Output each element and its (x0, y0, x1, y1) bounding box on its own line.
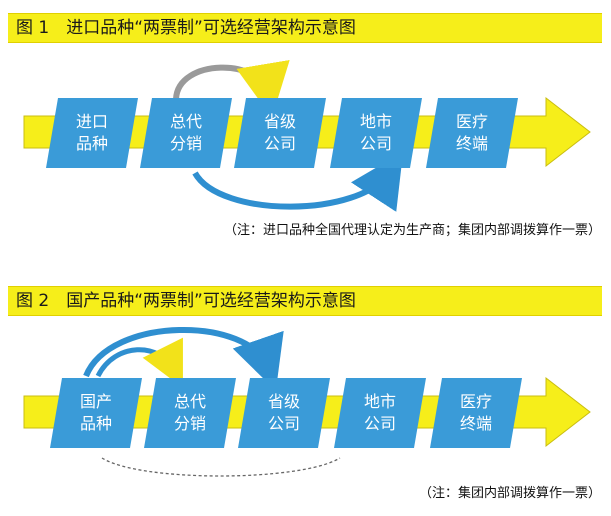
node-city-company (330, 98, 422, 168)
figure-1-title: 图 1 进口品种“两票制”可选经营架构示意图 (8, 13, 602, 43)
arc-dashed-internal (101, 457, 341, 477)
arc-domestic-to-provincial (83, 326, 284, 391)
node-provincial-company (234, 98, 326, 168)
figure-2-note: （注：集团内部调拨算作一票） (418, 486, 601, 501)
figure-1: 图 1 进口品种“两票制”可选经营架构示意图 进口品种 总代分销 省级公司 地 (8, 13, 602, 238)
figure-2-title: 图 2 国产品种“两票制”可选经营架构示意图 (8, 286, 602, 316)
node-domestic-product (50, 378, 142, 448)
node-city-company (334, 378, 426, 448)
figure-2-diagram (23, 326, 591, 477)
node-import-product (46, 98, 138, 168)
node-general-distributor (144, 378, 236, 448)
node-medical-terminal (430, 378, 522, 448)
node-general-distributor (140, 98, 232, 168)
arc-distributor-to-provincial (173, 59, 290, 118)
node-medical-terminal (426, 98, 518, 168)
figure-1-diagram (23, 59, 591, 212)
figure-1-note: （注：进口品种全国代理认定为生产商；集团内部调拨算作一票） (223, 223, 601, 238)
arc-domestic-to-distributor (95, 337, 183, 388)
figure-2: 图 2 国产品种“两票制”可选经营架构示意图 国产品种 总代分销 省级公司 (0, 258, 611, 516)
arc-distributor-to-city (192, 151, 404, 212)
node-provincial-company (238, 378, 330, 448)
